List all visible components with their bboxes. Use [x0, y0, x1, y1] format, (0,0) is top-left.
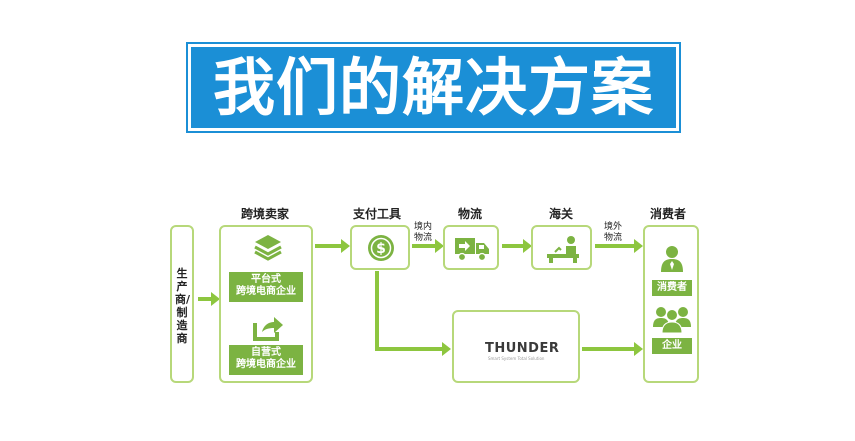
dollar-coin-icon: $	[368, 235, 394, 261]
header-payment-tool: 支付工具	[353, 207, 402, 221]
arrow-seller-to-payment	[315, 239, 350, 253]
thunder-logo: THUNDER	[485, 341, 560, 356]
person-icon	[661, 246, 683, 272]
consumer-individual-badge: 消费者	[652, 280, 692, 296]
page-title: 我们的解决方案	[212, 50, 654, 124]
arrow-payment-to-logistics	[412, 239, 444, 253]
header-consumer: 消费者	[650, 207, 687, 221]
producer-label: 生产商/制造商	[175, 267, 191, 345]
logistics-box	[443, 225, 499, 270]
self-operated-seller-badge: 自营式 跨境电商企业	[229, 345, 303, 375]
svg-text:$: $	[376, 241, 386, 257]
customs-box	[531, 225, 592, 270]
header-customs: 海关	[549, 207, 574, 221]
arrow-thunder-to-consumer	[582, 342, 643, 356]
header-logistics: 物流	[458, 207, 483, 221]
thunder-box	[452, 310, 580, 383]
producer-box: 生产商/制造商	[170, 225, 194, 383]
connector-payment-down	[375, 271, 379, 351]
title-banner: 我们的解决方案	[186, 42, 681, 133]
consumer-enterprise-badge: 企业	[652, 338, 692, 354]
seller-box: 平台式 跨境电商企业 自营式 跨境电商企业	[219, 225, 313, 383]
customs-officer-icon	[547, 236, 579, 263]
platform-seller-badge: 平台式 跨境电商企业	[229, 272, 303, 302]
domestic-logistics-label: 境内 物流	[414, 222, 433, 243]
layers-icon	[254, 235, 282, 261]
consumer-box: 消费者 企业	[643, 225, 699, 383]
arrow-producer-to-seller	[198, 292, 220, 306]
arrow-logistics-to-customs	[502, 239, 532, 253]
thunder-tagline: Smart System Total Solution	[488, 356, 545, 361]
share-icon	[253, 317, 283, 341]
delivery-truck-icon	[455, 238, 489, 262]
payment-box: $	[350, 225, 410, 270]
group-icon	[653, 307, 691, 333]
arrow-customs-to-consumer	[595, 239, 643, 253]
header-cross-border-seller: 跨境卖家	[241, 207, 290, 221]
overseas-logistics-label: 境外 物流	[604, 222, 623, 243]
arrow-payment-to-thunder	[375, 342, 451, 356]
